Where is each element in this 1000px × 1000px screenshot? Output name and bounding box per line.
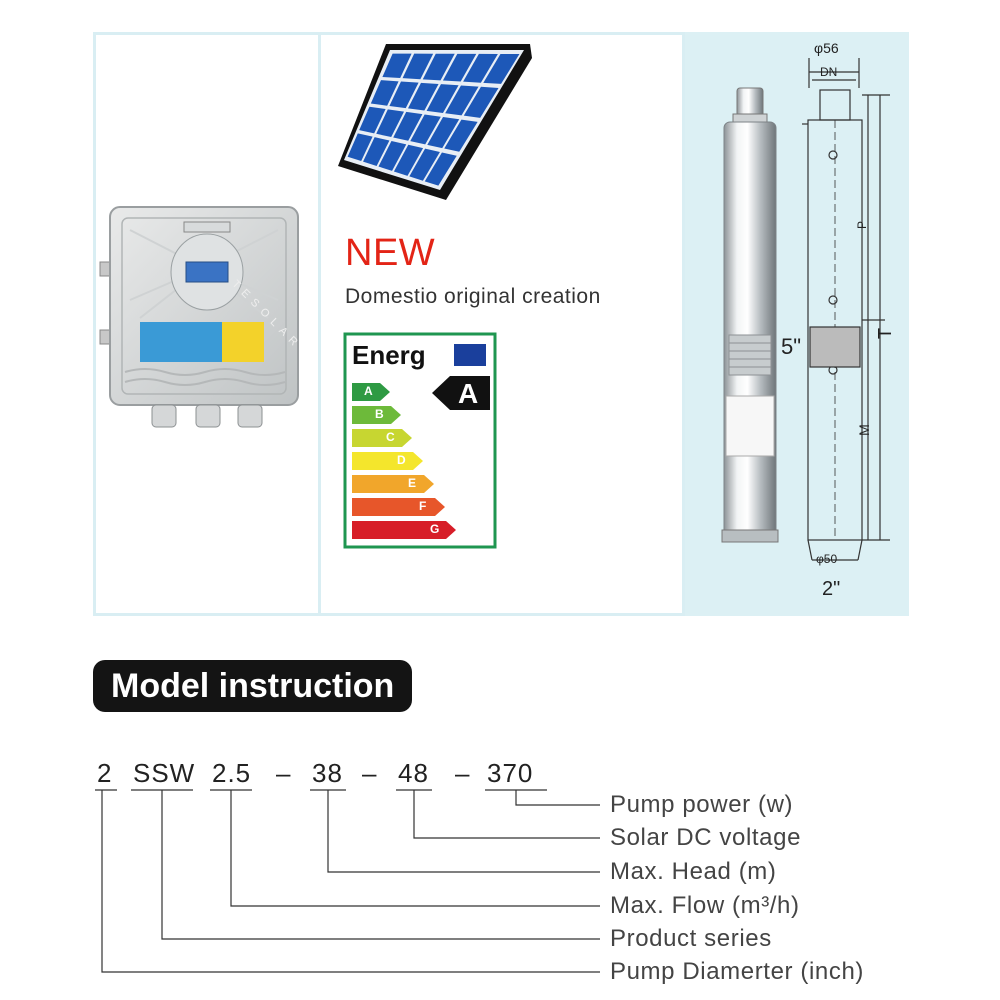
top-sub-label: DN [820, 65, 838, 79]
pump-image [721, 87, 779, 543]
solar-cell [424, 152, 457, 186]
top-diameter-label: φ56 [814, 40, 839, 56]
energy-grade-label: C [386, 430, 395, 444]
model-description: Pump power (w) [610, 791, 794, 818]
code-part: 48 [398, 758, 429, 788]
energy-grade-label: A [364, 384, 373, 398]
energy-grade-bar [352, 521, 456, 539]
solar-cell [378, 140, 407, 171]
energy-title: Energ [352, 340, 426, 370]
energy-grade-bar [352, 452, 423, 470]
model-description: Pump Diamerter (inch) [610, 958, 864, 985]
solar-cell [359, 106, 386, 134]
model-instruction-title: Model instruction [93, 660, 413, 712]
code-separator: – [362, 758, 378, 788]
energy-grade-bar [352, 498, 445, 516]
new-label: NEW [345, 232, 436, 274]
model-description: Max. Flow (m³/h) [610, 892, 800, 919]
energy-grade-bar [352, 475, 434, 493]
controller-box-image [99, 206, 299, 428]
code-separator: – [276, 758, 292, 788]
bottom-diameter-label: φ50 [816, 552, 838, 566]
solar-cell [389, 81, 419, 109]
leader-line [101, 790, 600, 973]
energy-grade-label: D [397, 453, 406, 467]
pump-technical-drawing [802, 58, 890, 561]
leader-line [161, 790, 600, 940]
energy-grade-label: F [419, 499, 427, 513]
energy-grade-bar [352, 406, 401, 424]
model-description: Max. Head (m) [610, 858, 777, 885]
leader-line [230, 790, 600, 907]
code-part: SSW [133, 758, 196, 788]
solar-cell [393, 111, 423, 141]
solar-cell [426, 84, 459, 113]
solar-cell [407, 82, 439, 111]
solar-cell [444, 119, 478, 152]
solar-cell [402, 53, 434, 80]
size-5-label: 5" [781, 334, 802, 359]
code-part: 2 [97, 758, 113, 788]
energy-grade-label: B [375, 407, 384, 421]
leader-line [413, 790, 600, 839]
solar-cell [409, 148, 440, 181]
energy-grade-bar [352, 429, 412, 447]
solar-cell [363, 137, 390, 166]
model-description: Product series [610, 925, 772, 952]
solar-cell [483, 53, 520, 84]
solar-panel-image [338, 44, 532, 200]
solar-cell [463, 86, 499, 118]
solar-cell [410, 114, 441, 145]
solar-cell [393, 144, 424, 176]
code-part: 38 [312, 758, 343, 788]
code-part: 2.5 [212, 758, 252, 788]
solar-cell [376, 109, 405, 138]
solar-cell [370, 80, 399, 106]
model-description: Solar DC voltage [610, 824, 802, 851]
code-separator: – [455, 758, 471, 788]
leader-line [515, 790, 600, 806]
solar-cell [347, 133, 373, 162]
solar-cell [463, 53, 498, 83]
size-2-label: 2" [822, 578, 841, 600]
pump-drawing-panel [685, 32, 909, 616]
code-part: 370 [487, 758, 534, 788]
energy-grade-label: E [408, 476, 417, 490]
solar-cell [442, 53, 477, 82]
solar-cell [382, 53, 412, 79]
solar-cell [422, 53, 455, 81]
energy-rating: A [458, 378, 479, 409]
solar-cell [427, 117, 460, 149]
tagline: Domestio original creation [345, 285, 601, 308]
energy-grade-bar [352, 383, 390, 401]
energy-grade-label: G [430, 522, 440, 536]
solar-cell [445, 85, 479, 116]
energy-label [343, 332, 497, 549]
leader-line [327, 790, 600, 873]
